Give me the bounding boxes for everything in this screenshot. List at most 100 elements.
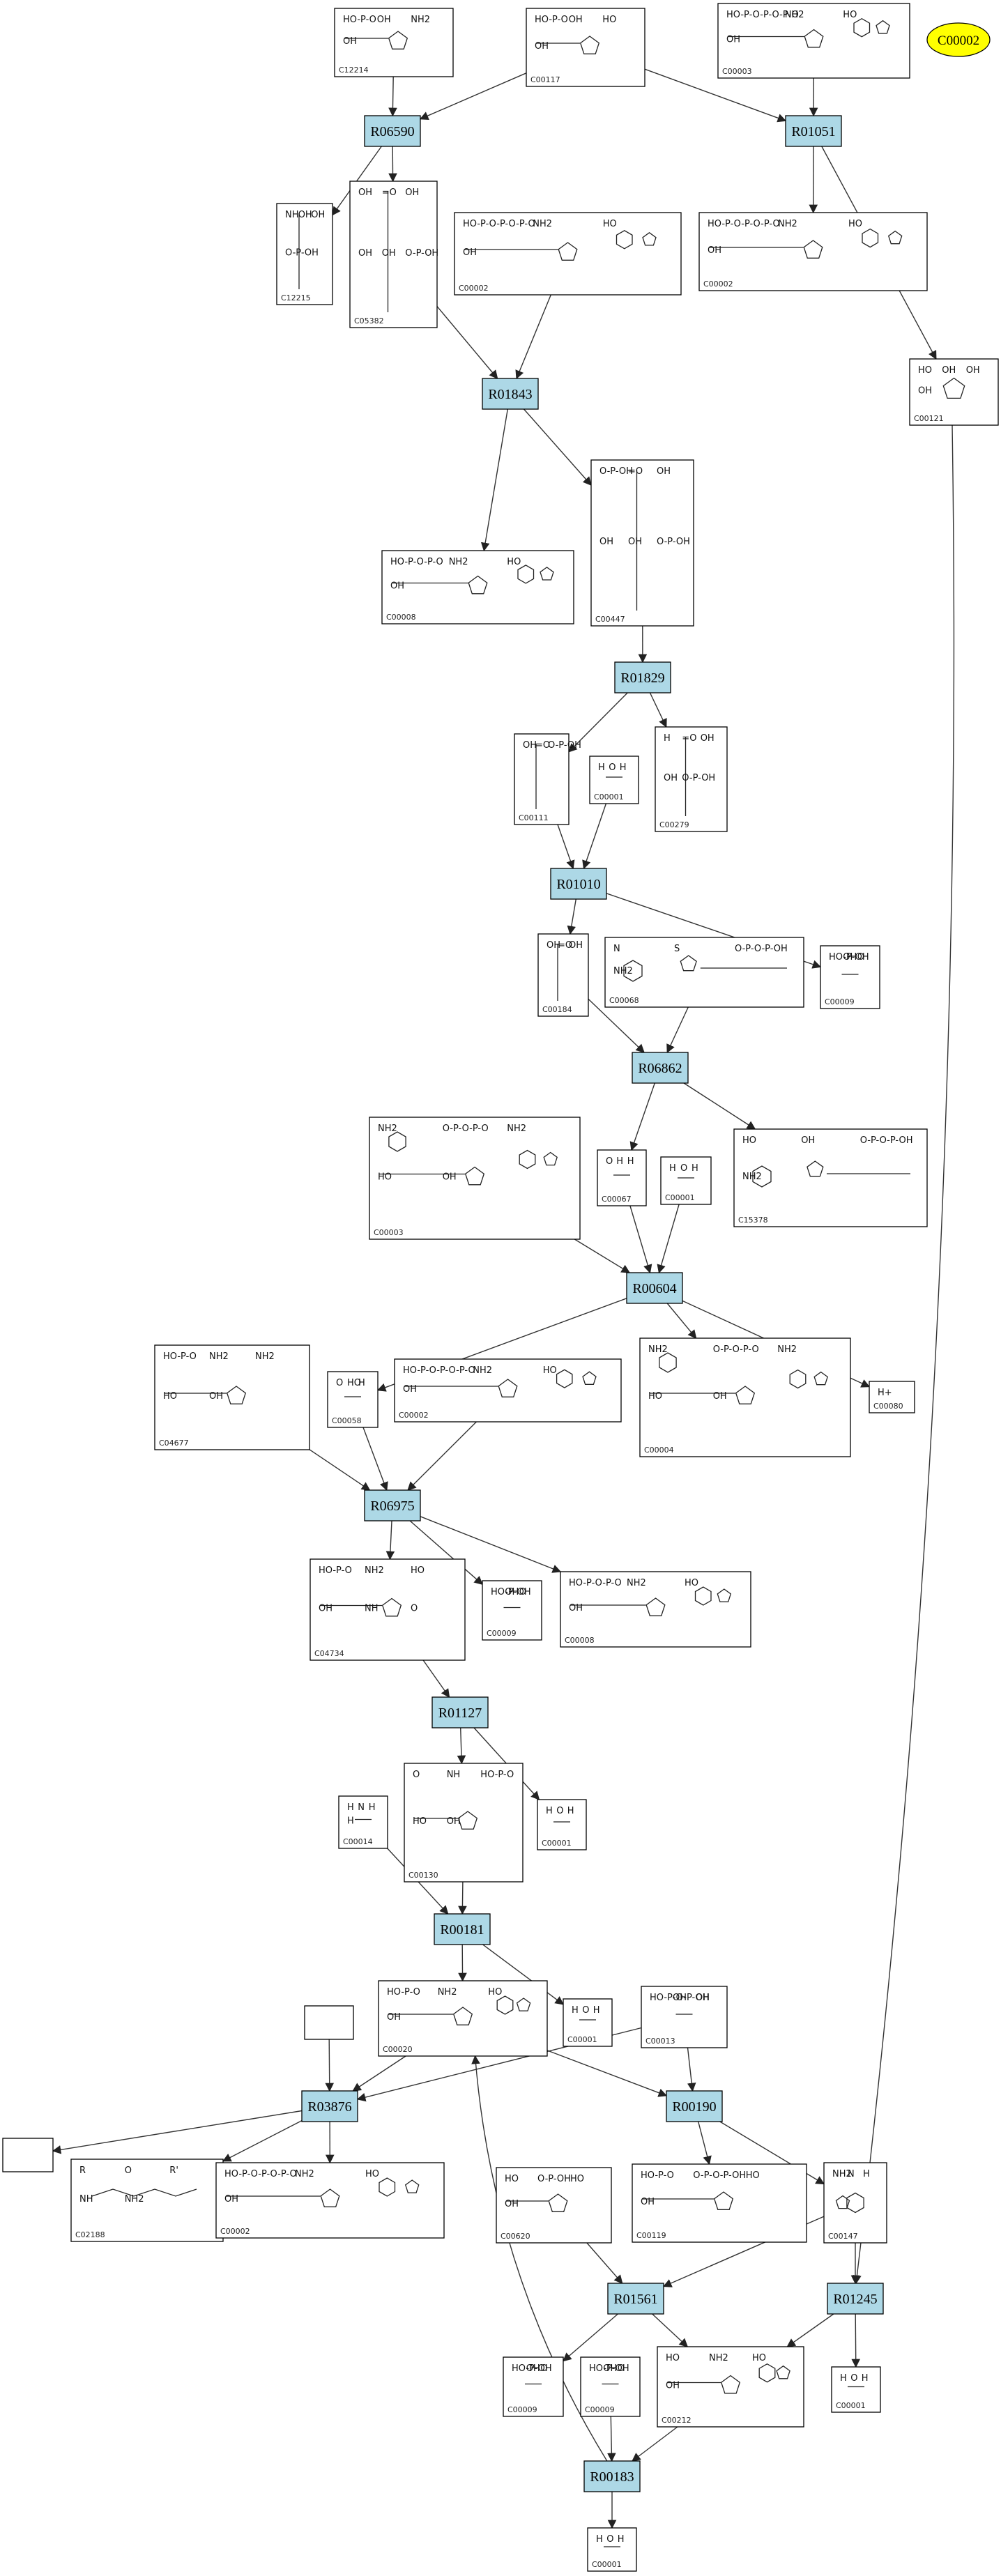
reaction-R06975[interactable]: R06975 bbox=[364, 1489, 421, 1521]
reaction-R01829[interactable]: R01829 bbox=[614, 661, 671, 693]
reaction-R01245[interactable]: R01245 bbox=[827, 2283, 884, 2315]
ring-bond bbox=[579, 36, 600, 54]
atom-label: O-P-O-P-O bbox=[443, 1124, 489, 1134]
compound-id-label: C00212 bbox=[662, 2416, 691, 2425]
edge-c00117-to-R01051 bbox=[644, 68, 787, 123]
ring-bond bbox=[846, 2192, 864, 2214]
reaction-R01561[interactable]: R01561 bbox=[607, 2283, 664, 2315]
atom-label: NH bbox=[447, 1770, 461, 1780]
atom-label: H bbox=[572, 2005, 579, 2016]
atom-label: OH bbox=[843, 952, 857, 963]
atom-label: OH bbox=[696, 1993, 710, 2003]
reaction-R01127[interactable]: R01127 bbox=[431, 1696, 489, 1728]
reaction-R01010[interactable]: R01010 bbox=[550, 868, 607, 900]
edge-R01829-to-c00111 bbox=[568, 692, 628, 753]
atom-label: NH2 bbox=[742, 1172, 762, 1182]
compound-box bbox=[717, 3, 910, 79]
atom-label: OH bbox=[599, 537, 613, 547]
compound-blank_out[interactable] bbox=[2, 2138, 54, 2172]
atom-label: H bbox=[863, 2169, 870, 2179]
atom-label: HO bbox=[602, 15, 616, 25]
reaction-R01051[interactable]: R01051 bbox=[785, 115, 842, 147]
edge-c04677-to-R06975 bbox=[309, 1449, 371, 1491]
compound-box bbox=[820, 945, 880, 1009]
reaction-box bbox=[364, 1489, 421, 1521]
atom-label: O bbox=[606, 1156, 613, 1167]
reaction-box bbox=[431, 1696, 489, 1728]
reaction-R06862[interactable]: R06862 bbox=[632, 1052, 689, 1084]
ring-bond bbox=[803, 240, 823, 259]
reaction-label: R03876 bbox=[307, 2099, 351, 2115]
compound-id-label: C00002 bbox=[459, 284, 489, 293]
reaction-R00604[interactable]: R00604 bbox=[626, 1272, 683, 1304]
compound-id-label: C00002 bbox=[703, 279, 733, 289]
reaction-box bbox=[666, 2090, 723, 2122]
reaction-R06590[interactable]: R06590 bbox=[364, 115, 421, 147]
reaction-R03876[interactable]: R03876 bbox=[301, 2090, 358, 2122]
compound-blank_in[interactable] bbox=[304, 2005, 354, 2040]
compound-id-label: C00001 bbox=[665, 1193, 695, 1202]
reaction-R00190[interactable]: R00190 bbox=[666, 2090, 723, 2122]
atom-label: H bbox=[840, 2373, 847, 2384]
ring-bond bbox=[516, 1998, 531, 2011]
compound-box bbox=[597, 1149, 647, 1206]
compound-id-label: C00009 bbox=[825, 997, 855, 1006]
reaction-R00181[interactable]: R00181 bbox=[434, 1913, 491, 1945]
atom-label: R bbox=[79, 2165, 86, 2176]
compound-c00080[interactable]: H+C00080 bbox=[869, 1381, 915, 1413]
compound-box bbox=[563, 1998, 613, 2047]
compound-box bbox=[154, 1344, 310, 1450]
atom-label: NH2 bbox=[449, 557, 468, 567]
compound-id-label: C00001 bbox=[594, 792, 624, 802]
reaction-R00183[interactable]: R00183 bbox=[583, 2460, 641, 2492]
reaction-R01843[interactable]: R01843 bbox=[482, 378, 539, 410]
compound-id-label: C00117 bbox=[530, 75, 560, 84]
compound-box bbox=[338, 1795, 388, 1849]
atom-label: O bbox=[606, 2534, 613, 2545]
edge-R01127-to-c00130 bbox=[457, 1727, 466, 1765]
